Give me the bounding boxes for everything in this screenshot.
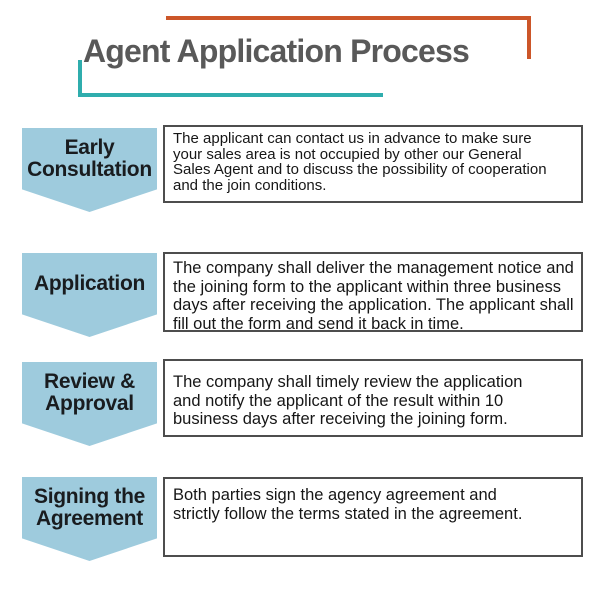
step-label: Signing the Agreement <box>33 484 146 530</box>
step-label: Review & Approval <box>44 369 135 415</box>
page-title: Agent Application Process <box>83 33 470 69</box>
step-description: Both parties sign the agency agreement a… <box>173 486 523 523</box>
step-label: Early Consultation <box>27 135 152 181</box>
step-description-box-review-approval: The company shall timely review the appl… <box>163 359 583 437</box>
step-label: Application <box>33 271 146 295</box>
title-bracket-bottom-left <box>78 60 383 97</box>
step-description: The applicant can contact us in advance … <box>173 130 547 194</box>
step-arrow-review-approval: Review & Approval <box>22 362 157 446</box>
step-arrow-early-consultation: Early Consultation <box>22 128 157 212</box>
step-description-box-early-consultation: The applicant can contact us in advance … <box>163 125 583 203</box>
step-arrow-application: Application <box>22 253 157 337</box>
title-bracket-top-right <box>166 16 531 59</box>
step-description: The company shall timely review the appl… <box>173 373 523 428</box>
step-arrow-signing-agreement: Signing the Agreement <box>22 477 157 561</box>
step-description-box-application: The company shall deliver the management… <box>163 252 583 333</box>
step-description: The company shall deliver the management… <box>173 259 574 333</box>
step-description-box-signing-agreement: Both parties sign the agency agreement a… <box>163 477 583 557</box>
